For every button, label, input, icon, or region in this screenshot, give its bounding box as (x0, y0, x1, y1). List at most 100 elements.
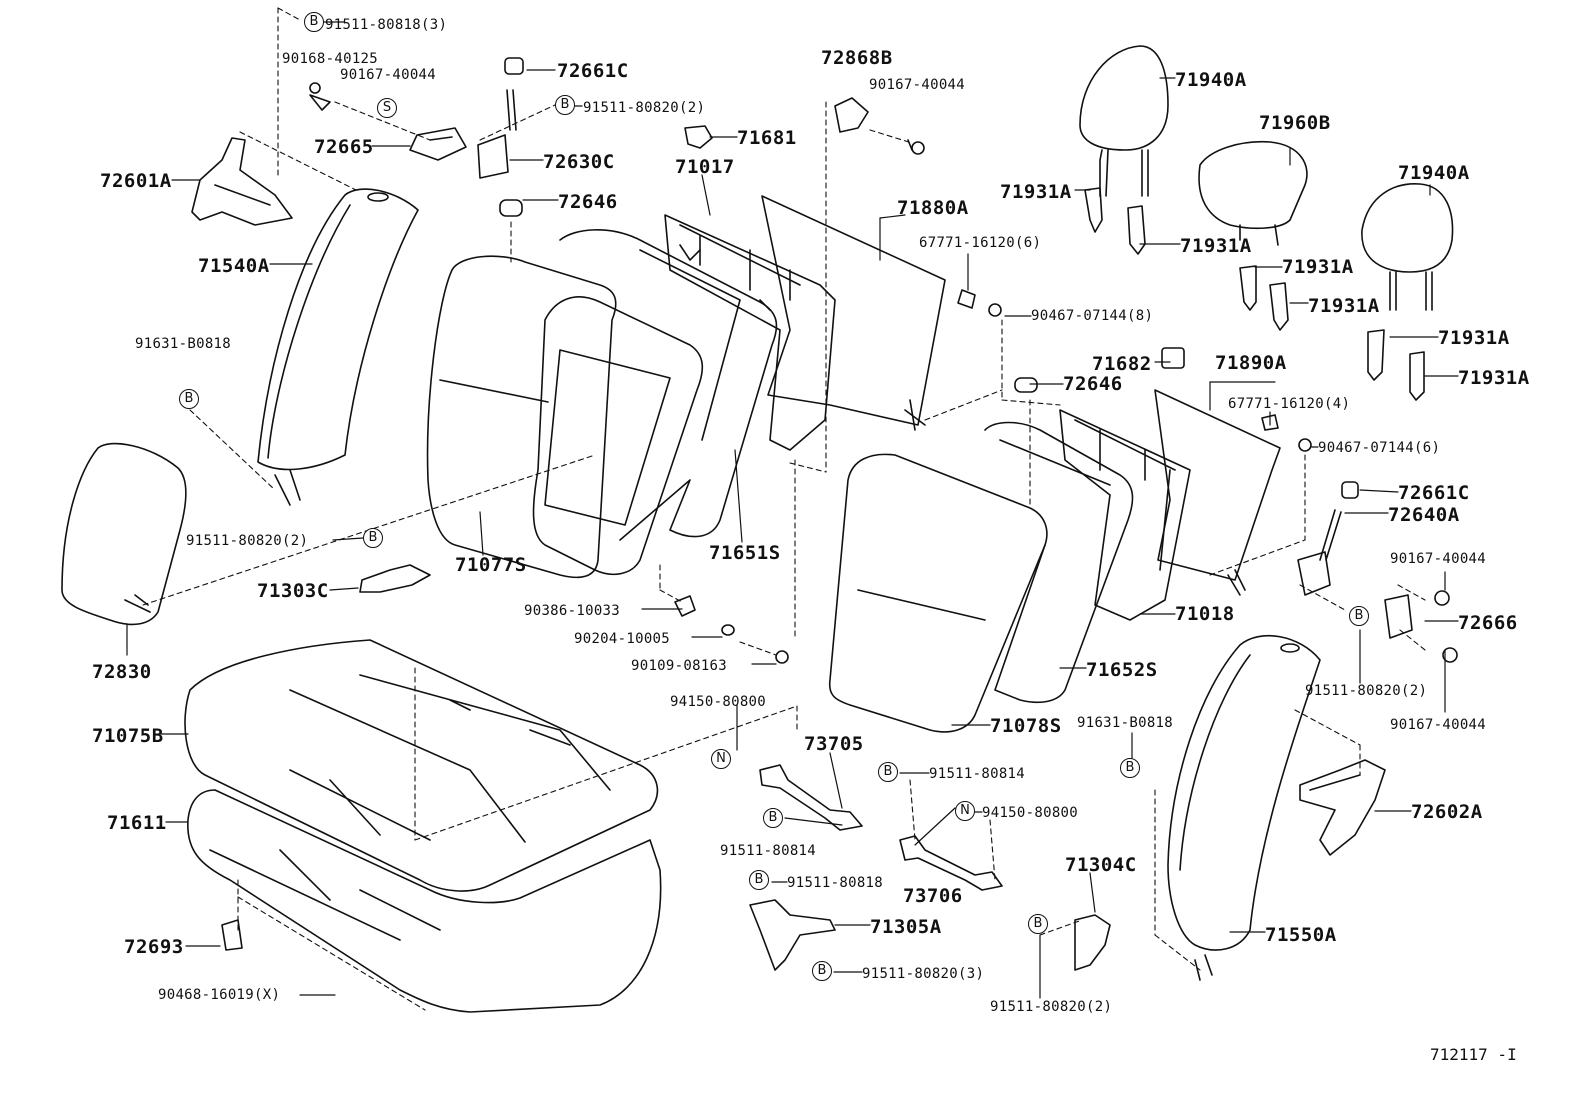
part-label: 72693 (124, 936, 184, 958)
part-label: 91511-80820(2) (186, 533, 309, 549)
part-label: 91631-B0818 (1077, 715, 1174, 731)
part-label: 90167-40044 (1390, 717, 1487, 733)
part-label: 72602A (1411, 801, 1483, 823)
left-seatback-frame-71017 (664, 214, 836, 451)
callout-circle: B (179, 389, 199, 409)
small-clips-left (221, 564, 789, 951)
part-label: 71651S (709, 542, 781, 564)
callout-circle: B (749, 870, 769, 890)
part-label: 91511-80818(3) (325, 17, 448, 33)
part-label: 91511-80820(2) (990, 999, 1113, 1015)
left-side-panel-71540A (257, 188, 419, 506)
part-label: 90467-07144(6) (1318, 440, 1441, 456)
part-label: 71303C (257, 580, 329, 602)
callout-circle: B (555, 95, 575, 115)
upper-left-clips (309, 57, 524, 179)
part-label: 91511-80818 (787, 875, 884, 891)
part-label: 90167-40044 (340, 67, 437, 83)
part-label: 72640A (1388, 504, 1460, 526)
part-label: 72630C (543, 151, 615, 173)
seat-cushion-pad-71611 (187, 789, 662, 1013)
right-seatback-frame-71018 (1059, 409, 1191, 621)
part-label: 94150-80800 (670, 694, 767, 710)
right-seatback-cover-71652S (984, 421, 1134, 704)
right-side-small-parts (1014, 347, 1458, 663)
part-label: 72830 (92, 661, 152, 683)
part-label: 71931A (1282, 256, 1354, 278)
part-label: 71077S (455, 554, 527, 576)
leader-lines (126, 21, 1459, 999)
part-label: 72661C (1398, 482, 1470, 504)
part-label: 91511-80820(2) (583, 100, 706, 116)
part-label: 72661C (557, 60, 629, 82)
part-label: 72665 (314, 136, 374, 158)
headrest-guides-71931A (1084, 187, 1425, 401)
seat-cushion-71075B (184, 639, 659, 892)
callout-circle: B (878, 762, 898, 782)
part-label: 71931A (1000, 181, 1072, 203)
headrest-71940A-upper (1079, 45, 1169, 197)
right-side-panel-71550A (1167, 634, 1321, 981)
part-label: 71017 (675, 156, 735, 178)
callout-circle: B (763, 808, 783, 828)
part-label: 72646 (558, 191, 618, 213)
part-label: 72666 (1458, 612, 1518, 634)
part-label: 71540A (198, 255, 270, 277)
part-label: 90468-16019(X) (158, 987, 281, 1003)
part-label: 67771-16120(4) (1228, 396, 1351, 412)
part-label: 71652S (1086, 659, 1158, 681)
callout-circle: N (955, 801, 975, 821)
part-label: 73706 (903, 885, 963, 907)
part-label: 71931A (1308, 295, 1380, 317)
left-seatback-71077S (426, 255, 617, 579)
part-label: 71880A (897, 197, 969, 219)
headrest-71960B (1198, 140, 1308, 246)
callout-circle: B (363, 528, 383, 548)
callout-circle: N (711, 749, 731, 769)
part-label: 72868B (821, 47, 893, 69)
part-label: 90204-10005 (574, 631, 671, 647)
callout-circle: S (377, 98, 397, 118)
figure-id-label: 712117 -I (1430, 1045, 1517, 1064)
part-label: 94150-80800 (982, 805, 1079, 821)
part-label: 91511-80820(3) (862, 966, 985, 982)
part-label: 91511-80814 (929, 766, 1026, 782)
left-back-board-71880A (761, 195, 946, 431)
part-label: 71018 (1175, 603, 1235, 625)
right-hinge-bracket-72602A (1299, 759, 1386, 856)
headrest-71940A-right (1361, 183, 1454, 311)
upper-center-parts (499, 97, 1002, 317)
part-label: 72646 (1063, 373, 1123, 395)
part-label: 91631-B0818 (135, 336, 232, 352)
part-label: 71611 (107, 812, 167, 834)
part-label: 71931A (1458, 367, 1530, 389)
part-label: 71681 (737, 127, 797, 149)
part-label: 90167-40044 (869, 77, 966, 93)
part-label: 71304C (1065, 854, 1137, 876)
part-label: 72601A (100, 170, 172, 192)
callout-circle: B (1349, 606, 1369, 626)
part-label: 90168-40125 (282, 51, 379, 67)
part-label: 71931A (1438, 327, 1510, 349)
left-seatback-pad (559, 229, 778, 541)
part-label: 71075B (92, 725, 164, 747)
part-label: 71940A (1175, 69, 1247, 91)
callout-circle: B (812, 961, 832, 981)
part-label: 67771-16120(6) (919, 235, 1042, 251)
left-armrest-72830 (61, 442, 187, 626)
part-label: 71940A (1398, 162, 1470, 184)
callout-circle: B (1120, 758, 1140, 778)
part-label: 90109-08163 (631, 658, 728, 674)
part-label: 91511-80820(2) (1305, 683, 1428, 699)
part-label: 91511-80814 (720, 843, 817, 859)
part-label: 71550A (1265, 924, 1337, 946)
center-straps-73705-73706 (749, 764, 1111, 971)
part-label: 71960B (1259, 112, 1331, 134)
left-hinge-bracket-72601A (191, 137, 293, 226)
part-label: 90386-10033 (524, 603, 621, 619)
part-label: 71931A (1180, 235, 1252, 257)
callout-circle: B (1028, 914, 1048, 934)
